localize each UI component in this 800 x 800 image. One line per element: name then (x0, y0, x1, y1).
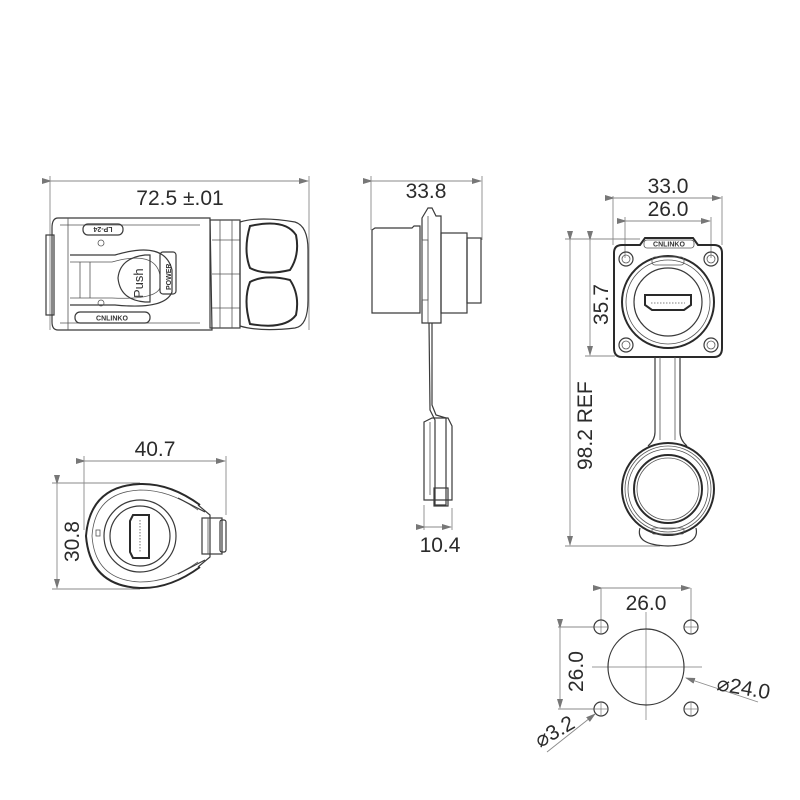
center-hole-diameter-label: ⌀24.0 (715, 672, 772, 704)
plug-length-label: 72.5 ±.01 (136, 187, 223, 210)
flange-width-label: 33.0 (648, 175, 689, 198)
receptacle-front-view: 33.0 26.0 35.7 98.2 REF CNLINKO (565, 175, 723, 547)
mount-hole (593, 701, 609, 717)
plug-width-label: 40.7 (135, 438, 176, 461)
push-marking: Push (131, 268, 146, 298)
hole-spacing-label: 26.0 (648, 198, 689, 221)
plug-height-label: 30.8 (61, 521, 84, 562)
brand-marking-receptacle: CNLINKO (653, 242, 685, 249)
power-marking: POWER (166, 264, 173, 290)
flange-height-label: 35.7 (590, 284, 613, 325)
brand-marking-plug: CNLINKO (96, 316, 128, 323)
plug-front-view: 40.7 30.8 (52, 438, 227, 590)
mount-hole (683, 619, 699, 635)
receptacle-depth-label: 33.8 (406, 180, 447, 203)
overall-height-label: 98.2 REF (574, 381, 597, 470)
mount-hole (593, 619, 609, 635)
mount-hole (683, 701, 699, 717)
cutout-vertical-spacing-label: 26.0 (565, 651, 588, 692)
cap-thickness-label: 10.4 (420, 534, 461, 557)
cutout-horizontal-spacing-label: 26.0 (626, 592, 667, 615)
receptacle-side-view: 33.8 10.4 (363, 176, 483, 557)
plug-top-view: 72.5 ±.01 Push POWER LP-24 CNLINKO (42, 176, 310, 331)
model-marking: LP-24 (93, 225, 112, 232)
panel-cutout-view: 26.0 26.0 ⌀24.0 ⌀3.2 (531, 585, 772, 753)
